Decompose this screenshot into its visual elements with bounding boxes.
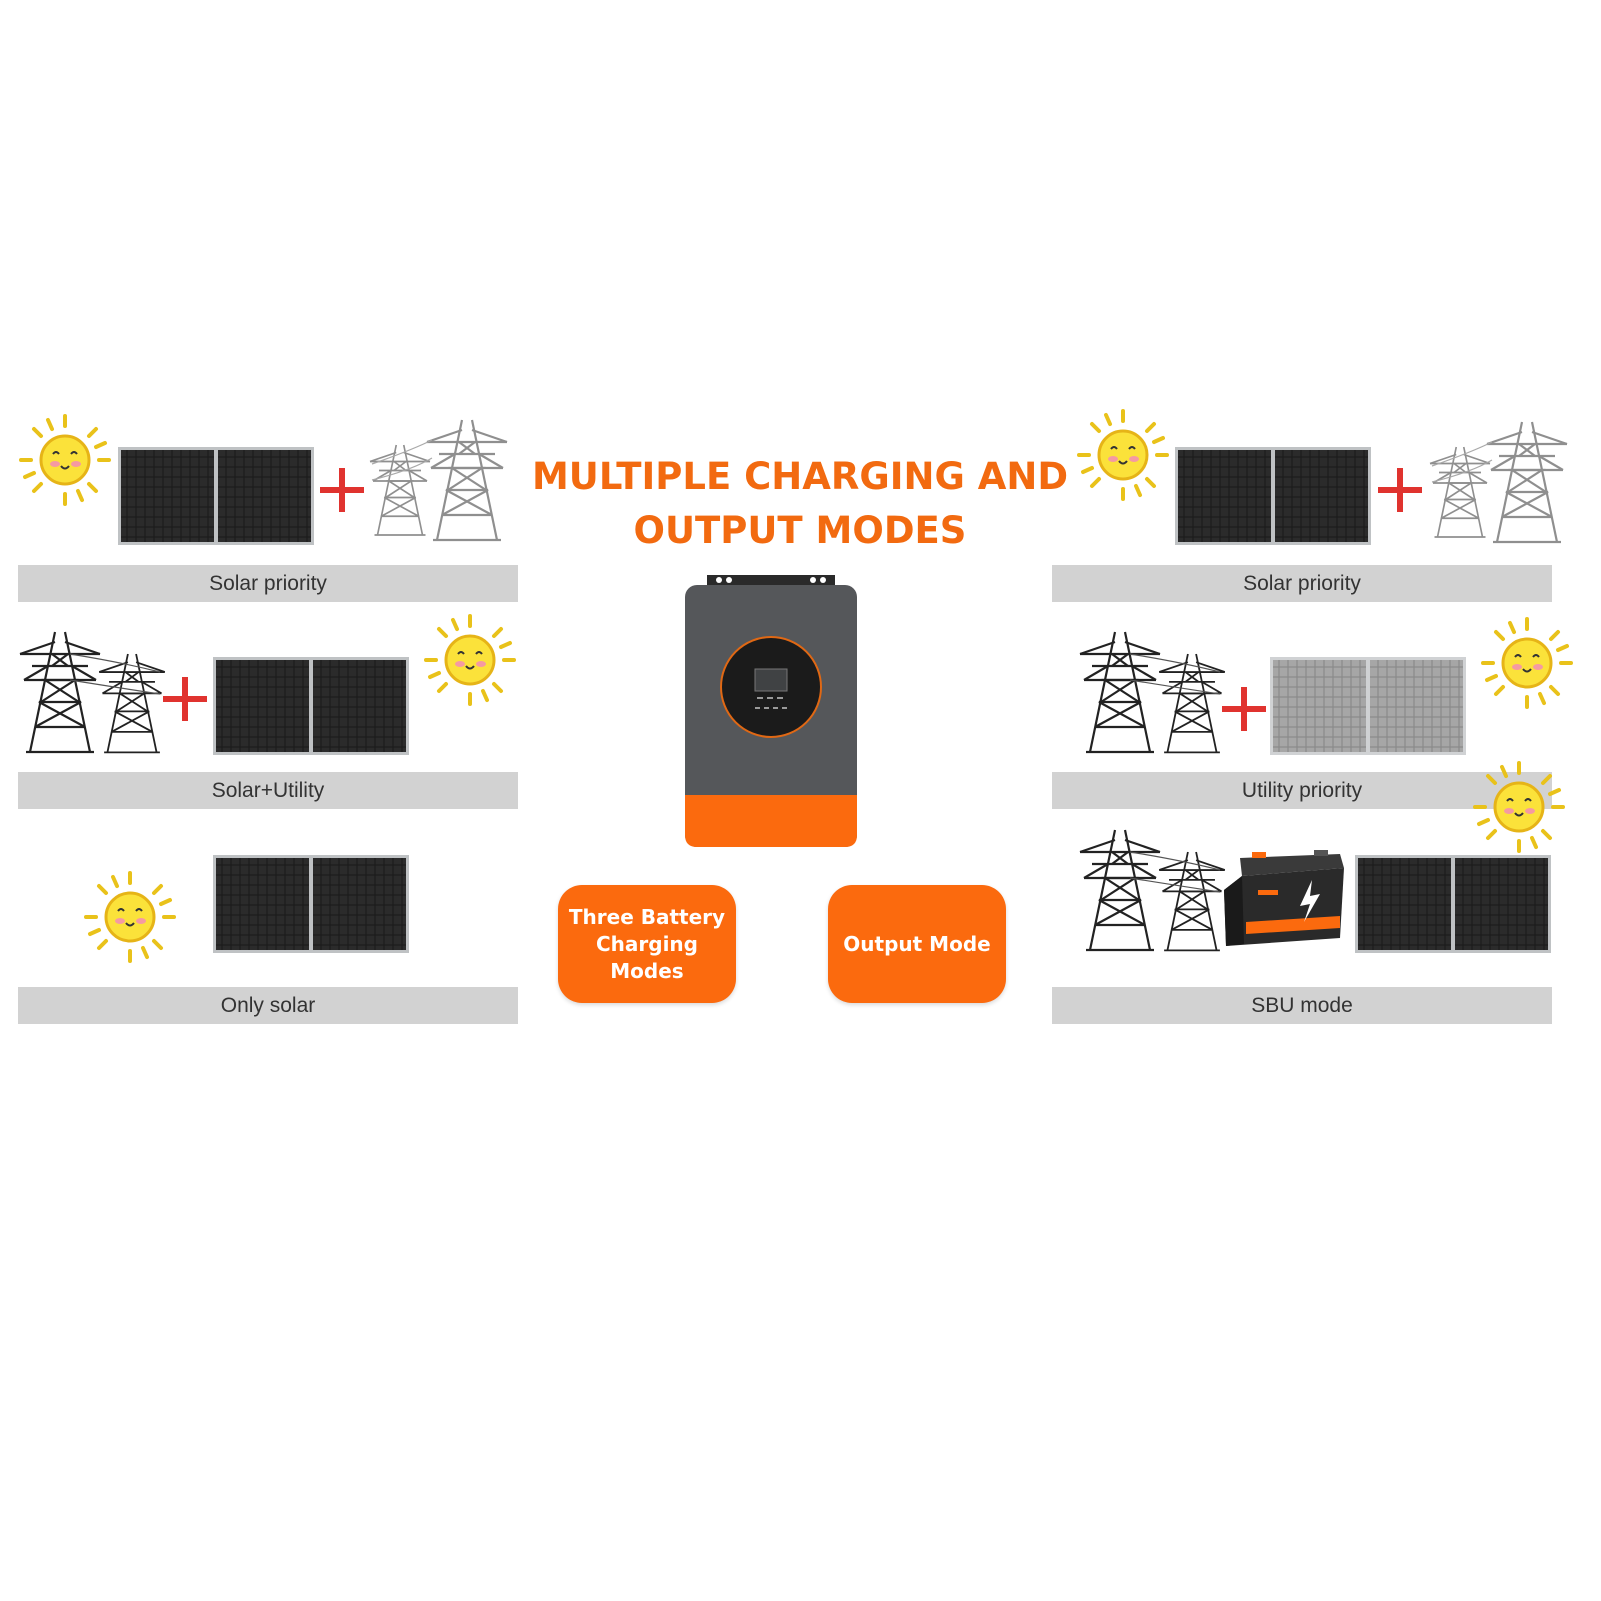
- mode-label-only-solar: Only solar: [18, 987, 518, 1024]
- plus-icon: [320, 468, 364, 512]
- sun-icon: [424, 614, 516, 706]
- plus-icon: [1222, 687, 1266, 731]
- battery-icon: [1224, 850, 1344, 946]
- power-tower-icon: [369, 418, 509, 542]
- mode-label-solar-priority-left: Solar priority: [18, 565, 518, 602]
- power-tower-icon: [1078, 828, 1226, 952]
- sun-icon: [19, 414, 111, 506]
- solar-panel-icon: [1175, 447, 1371, 545]
- plus-icon: [163, 677, 207, 721]
- output-mode-button[interactable]: Output Mode: [828, 885, 1006, 1003]
- inverter-icon: [685, 575, 857, 847]
- sun-icon: [1481, 617, 1573, 709]
- mode-label-sbu-mode: SBU mode: [1052, 987, 1552, 1024]
- solar-panel-icon: [213, 657, 409, 755]
- solar-panel-icon: [213, 855, 409, 953]
- solar-panel-icon: [1355, 855, 1551, 953]
- solar-panel-icon: [1270, 657, 1466, 755]
- mode-label-utility-priority: Utility priority: [1052, 772, 1552, 809]
- power-tower-icon: [18, 630, 166, 754]
- plus-icon: [1378, 468, 1422, 512]
- solar-panel-icon: [118, 447, 314, 545]
- power-tower-icon: [1429, 420, 1569, 544]
- sun-icon: [1473, 761, 1565, 853]
- sun-icon: [1077, 409, 1169, 501]
- mode-label-solar-utility: Solar+Utility: [18, 772, 518, 809]
- sun-icon: [84, 871, 176, 963]
- page-title: MULTIPLE CHARGING AND OUTPUT MODES: [531, 455, 1069, 552]
- mode-label-solar-priority-right: Solar priority: [1052, 565, 1552, 602]
- power-tower-icon: [1078, 630, 1226, 754]
